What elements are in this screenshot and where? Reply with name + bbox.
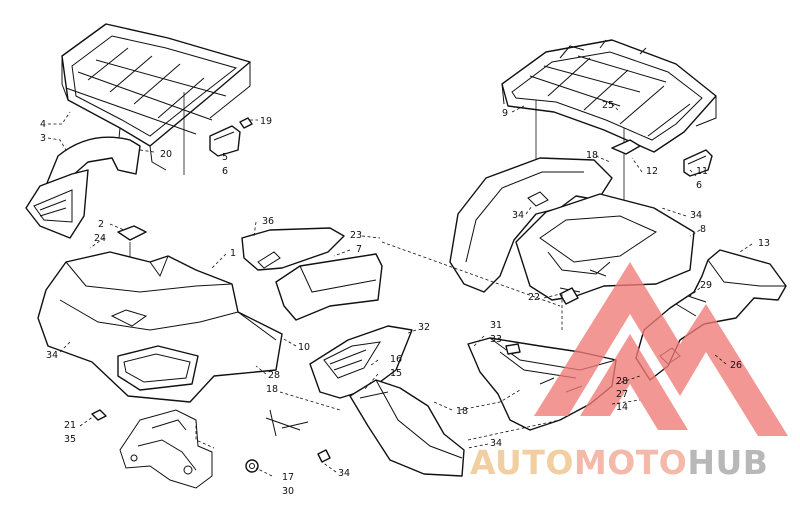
callout-leaders xyxy=(47,103,753,477)
callout-34-mid: 34 xyxy=(490,438,502,449)
callout-13: 13 xyxy=(758,238,770,249)
callout-18-mid: 18 xyxy=(456,406,468,417)
callout-25: 25 xyxy=(602,100,614,111)
callout-28-front: 28 xyxy=(268,370,280,381)
front-body-panel xyxy=(37,251,283,403)
front-fender-upper xyxy=(25,136,141,239)
callout-34-rear-left: 34 xyxy=(512,210,524,221)
callout-7: 7 xyxy=(356,244,362,255)
callout-10: 10 xyxy=(298,342,310,353)
hardware-left xyxy=(91,409,331,473)
callout-34-lower: 34 xyxy=(338,468,350,479)
callout-23: 23 xyxy=(350,230,362,241)
front-rack-bracket xyxy=(209,117,253,157)
callout-24: 24 xyxy=(94,233,106,244)
callout-4: 4 xyxy=(40,119,46,130)
callout-34-rear-right: 34 xyxy=(690,210,702,221)
decal-square xyxy=(117,225,147,241)
logo-inner-triangle-icon xyxy=(580,334,688,430)
automotohub-logo xyxy=(534,262,788,436)
rear-fender xyxy=(449,157,695,305)
callout-1: 1 xyxy=(230,248,236,259)
callout-6-rear: 6 xyxy=(696,180,702,191)
watermark-brand: AUTOMOTOHUB xyxy=(470,443,768,482)
callout-34-front: 34 xyxy=(46,350,58,361)
callout-16: 16 xyxy=(390,354,402,365)
watermark-moto: MOTO xyxy=(574,443,687,482)
leader-lines xyxy=(299,241,563,441)
callout-17: 17 xyxy=(282,472,294,483)
footwell-panel xyxy=(309,325,465,477)
callout-3: 3 xyxy=(40,133,46,144)
callout-27: 27 xyxy=(616,389,628,400)
rear-rack-bracket xyxy=(611,139,713,177)
callout-35: 35 xyxy=(64,434,76,445)
logo-triangle-icon xyxy=(534,262,788,436)
callout-36: 36 xyxy=(262,216,274,227)
callout-32: 32 xyxy=(418,322,430,333)
callout-11: 11 xyxy=(696,166,708,177)
callout-19: 19 xyxy=(260,116,272,127)
callout-18-front: 18 xyxy=(266,384,278,395)
callout-21: 21 xyxy=(64,420,76,431)
callout-15: 15 xyxy=(390,368,402,379)
callout-6: 6 xyxy=(222,166,228,177)
callout-29: 29 xyxy=(700,280,712,291)
callout-2: 2 xyxy=(98,219,104,230)
callout-14: 14 xyxy=(616,402,628,413)
watermark-hub: HUB xyxy=(687,443,768,482)
watermark-auto: AUTO xyxy=(470,443,574,482)
callout-5: 5 xyxy=(222,152,228,163)
callout-30: 30 xyxy=(282,486,294,497)
callout-labels: 4 3 20 19 5 6 2 24 36 1 23 7 34 10 28 18… xyxy=(40,100,770,497)
callout-8: 8 xyxy=(700,224,706,235)
callout-28-rear: 28 xyxy=(616,376,628,387)
side-panel-left xyxy=(241,227,383,321)
callout-22: 22 xyxy=(528,292,540,303)
callout-31: 31 xyxy=(490,320,502,331)
callout-9: 9 xyxy=(502,108,508,119)
front-frame-bracket xyxy=(119,409,215,489)
callout-12: 12 xyxy=(646,166,658,177)
callout-18-rear: 18 xyxy=(586,150,598,161)
callout-20: 20 xyxy=(160,149,172,160)
callout-26: 26 xyxy=(730,360,742,371)
callout-33: 33 xyxy=(490,334,502,345)
